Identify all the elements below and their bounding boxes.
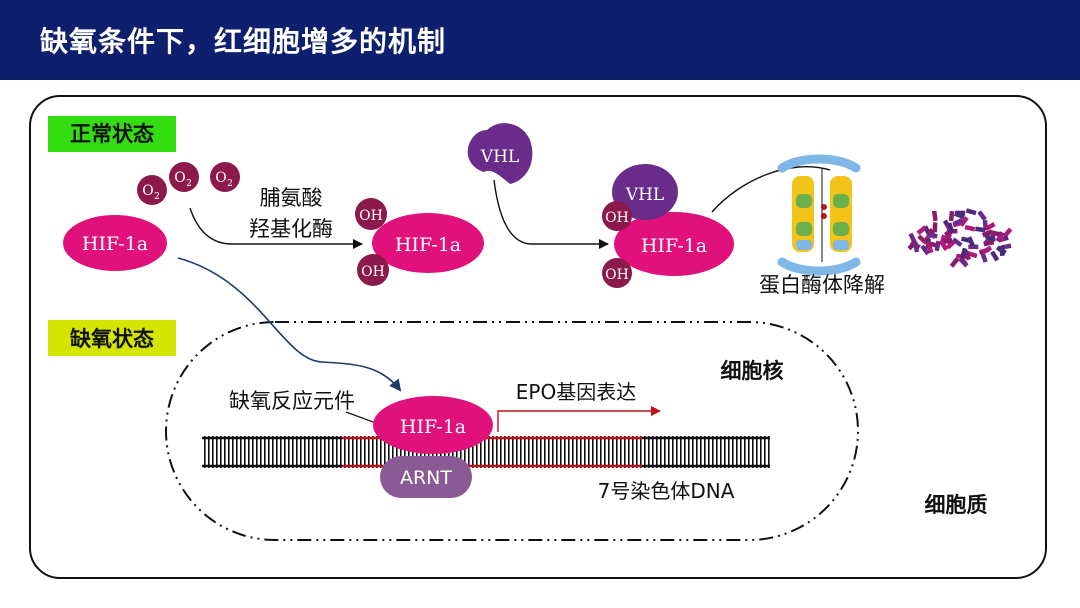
peptide-fragment: [946, 222, 955, 234]
peptide-fragment: [966, 250, 978, 259]
svg-text:VHL: VHL: [480, 147, 519, 167]
peptide-fragment: [958, 257, 969, 268]
peptide-fragment: [932, 222, 938, 233]
peptide-fragment: [984, 222, 996, 231]
peptide-fragment: [975, 226, 986, 233]
peptide-fragment: [967, 236, 976, 248]
svg-text:2: 2: [186, 179, 192, 189]
nucleus-label: 细胞核: [721, 359, 784, 383]
svg-text:O: O: [215, 170, 226, 186]
peptide-fragment: [941, 237, 953, 245]
degraded-fragments: [907, 208, 1013, 268]
svg-text:O: O: [174, 170, 185, 186]
chromosome-7-dna: [202, 436, 770, 468]
svg-text:ARNT: ARNT: [400, 467, 452, 489]
svg-text:HIF-1a: HIF-1a: [400, 416, 466, 438]
vhl-protein-free: VHL: [467, 123, 533, 184]
page-title: 缺氧条件下，红细胞增多的机制: [40, 25, 447, 58]
hypoxia-state-label: 缺氧状态: [70, 327, 154, 351]
svg-text:HIF-1a: HIF-1a: [641, 235, 707, 257]
svg-text:OH: OH: [605, 210, 629, 226]
hif-1a-vhl-complex: HIF-1a VHL OH OH: [602, 164, 734, 288]
cytoplasm-label: 细胞质: [925, 493, 988, 517]
nucleus-outline: [165, 321, 859, 541]
translocation-arrow: [177, 257, 402, 392]
peptide-fragment: [980, 251, 988, 263]
peptide-fragment: [913, 241, 920, 253]
normal-state-label: 正常状态: [70, 122, 154, 146]
svg-text:OH: OH: [361, 264, 385, 280]
peptide-fragment: [983, 239, 995, 247]
svg-text:HIF-1a: HIF-1a: [395, 234, 461, 256]
peptide-fragment: [981, 245, 993, 255]
vhl-binding-arrow: [493, 179, 609, 249]
peptide-fragment: [949, 257, 960, 268]
peptide-fragment: [990, 250, 1000, 262]
proteasome-degradation-label: 蛋白酶体降解: [759, 273, 885, 297]
peptide-fragment: [916, 225, 928, 236]
peptide-fragment: [968, 244, 979, 250]
cell-frame: [29, 95, 1047, 579]
enzyme-label-line1: 脯氨酸: [260, 186, 323, 210]
dna-label: 7号染色体DNA: [598, 479, 735, 503]
peptide-fragment: [977, 210, 987, 221]
peptide-fragment: [920, 244, 930, 256]
svg-text:OH: OH: [359, 208, 383, 224]
peptide-fragment: [1002, 227, 1013, 239]
header-bar: 缺氧条件下，红细胞增多的机制: [0, 0, 1080, 80]
hydroxylation-arrow: [189, 207, 363, 249]
svg-text:2: 2: [154, 192, 160, 202]
peptide-fragment: [964, 224, 976, 232]
oxygen-molecule-1: O 2: [137, 175, 167, 205]
peptide-fragment: [989, 229, 1001, 237]
enzyme-label-line2: 羟基化酶: [249, 217, 333, 241]
normal-state-tag: 正常状态: [48, 116, 176, 152]
peptide-fragment: [927, 232, 938, 239]
peptide-fragment: [926, 242, 934, 254]
peptide-fragment: [948, 210, 955, 222]
epo-transcription-arrow: [497, 406, 661, 432]
oxygen-molecule-3: O 2: [210, 162, 240, 192]
svg-text:HIF-1a: HIF-1a: [82, 233, 148, 255]
peptide-fragment: [952, 217, 964, 227]
epo-expression-label: EPO基因表达: [516, 380, 636, 404]
svg-text:2: 2: [227, 179, 233, 189]
peptide-fragment: [999, 245, 1005, 257]
peptide-fragment: [926, 240, 937, 248]
svg-text:O: O: [142, 183, 153, 199]
peptide-fragment: [965, 208, 977, 216]
oxygen-molecule-2: O 2: [169, 162, 199, 192]
arnt-protein: ARNT: [380, 456, 472, 498]
hif-1a-initial: HIF-1a: [63, 215, 167, 271]
peptide-fragment: [960, 247, 968, 259]
hypoxia-state-tag: 缺氧状态: [48, 320, 176, 356]
to-proteasome-line: [711, 166, 831, 213]
peptide-fragment: [932, 210, 938, 222]
hre-label: 缺氧反应元件: [229, 389, 355, 413]
proteasome-icon: [777, 154, 861, 276]
svg-text:OH: OH: [605, 267, 629, 283]
peptide-fragment: [955, 210, 966, 216]
peptide-fragment: [951, 237, 963, 248]
hif-1a-hydroxylated: HIF-1a OH OH: [355, 198, 484, 286]
svg-text:VHL: VHL: [625, 185, 664, 205]
hif-1a-dna-bound: HIF-1a: [373, 396, 493, 454]
peptide-fragment: [939, 240, 949, 251]
